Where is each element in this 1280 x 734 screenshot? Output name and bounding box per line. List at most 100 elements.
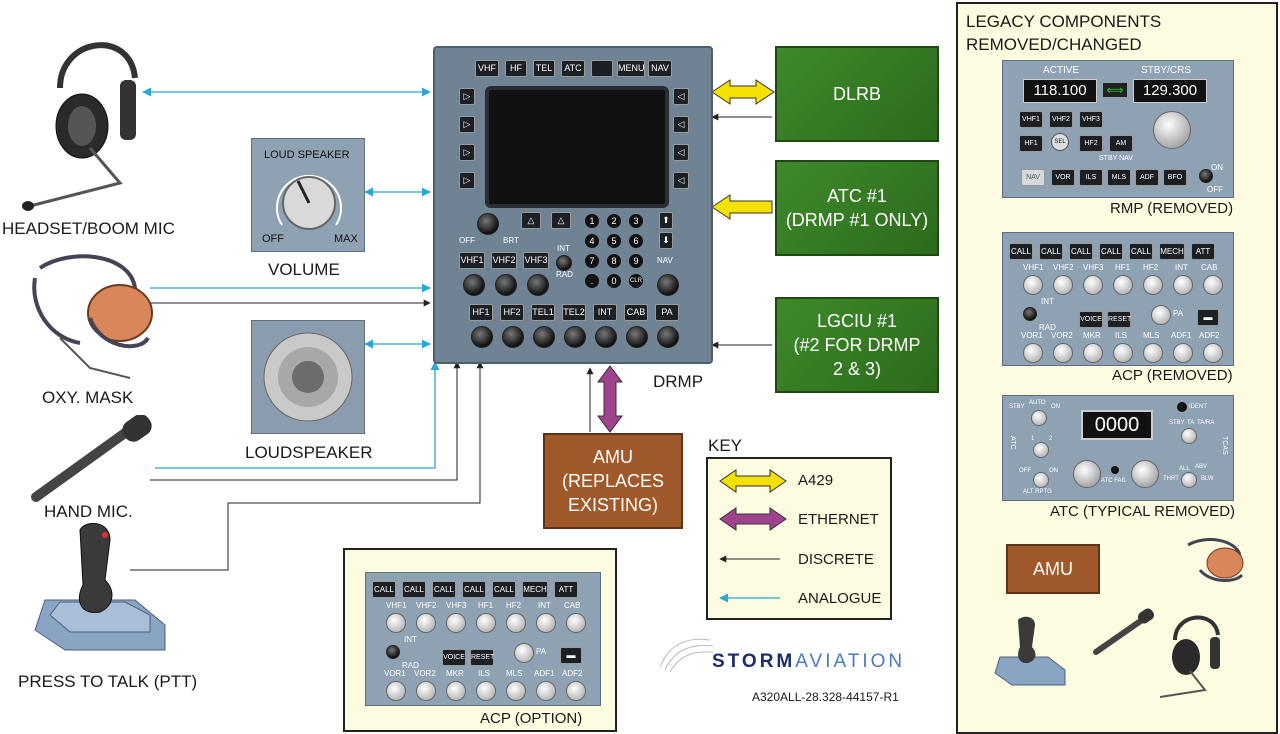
- drmp-rsk-4[interactable]: ◁: [673, 172, 689, 189]
- drmp-rsk-2[interactable]: ◁: [673, 116, 689, 133]
- drmp-vhf2-button[interactable]: VHF2: [491, 252, 517, 269]
- acp-rem-knob-mls[interactable]: [1143, 343, 1163, 363]
- atc-mode-switch[interactable]: [1031, 410, 1047, 426]
- drmp-key-dot[interactable]: .: [585, 274, 599, 288]
- atc-ident-button[interactable]: [1177, 402, 1187, 412]
- acp-rem-knob-vhf3[interactable]: [1083, 275, 1103, 295]
- drmp-tel-button[interactable]: TEL: [533, 60, 555, 77]
- drmp-brightness-knob[interactable]: [477, 213, 499, 235]
- acp-rem-call-5[interactable]: CALL: [1129, 243, 1153, 260]
- drmp-vhf1-knob[interactable]: [463, 274, 485, 296]
- acp-opt-pa-button[interactable]: ▬: [560, 647, 582, 664]
- acp-rem-knob-ils[interactable]: [1113, 343, 1133, 363]
- drmp-vhf1-button[interactable]: VHF1: [459, 252, 485, 269]
- drmp-rsk-3[interactable]: ◁: [673, 144, 689, 161]
- volume-knob-icon[interactable]: [270, 165, 348, 237]
- acp-opt-reset-button[interactable]: RESET: [470, 649, 494, 666]
- acp-opt-mech[interactable]: MECH: [522, 581, 548, 598]
- acp-opt-knob-vhf1[interactable]: [386, 613, 406, 633]
- drmp-nav-button[interactable]: NAV: [648, 60, 672, 77]
- rmp-transfer-button[interactable]: ⟺: [1103, 83, 1127, 97]
- acp-opt-knob-vor1[interactable]: [386, 681, 406, 701]
- drmp-key-8[interactable]: 8: [607, 254, 621, 268]
- atc-alt-rptg-switch[interactable]: [1033, 472, 1049, 488]
- atc-code-knob-right[interactable]: [1131, 460, 1159, 488]
- acp-opt-int-rad-switch[interactable]: [386, 645, 400, 659]
- drmp-lsk-3[interactable]: ▷: [459, 144, 475, 161]
- drmp-vhf3-knob[interactable]: [527, 274, 549, 296]
- acp-rem-knob-adf1[interactable]: [1173, 343, 1193, 363]
- drmp-key-1[interactable]: 1: [585, 214, 599, 228]
- acp-rem-pa-button[interactable]: ▬: [1197, 309, 1219, 326]
- drmp-tel2-button[interactable]: TEL2: [562, 304, 586, 321]
- acp-opt-knob-mkr[interactable]: [446, 681, 466, 701]
- acp-opt-att[interactable]: ATT: [554, 581, 578, 598]
- drmp-vhf2-knob[interactable]: [495, 274, 517, 296]
- drmp-key-4[interactable]: 4: [585, 234, 599, 248]
- drmp-pa-button[interactable]: PA: [655, 304, 679, 321]
- tcas-mode-switch[interactable]: [1181, 428, 1197, 444]
- tcas-range-switch[interactable]: [1181, 472, 1197, 488]
- drmp-rsk-1[interactable]: ◁: [673, 88, 689, 105]
- acp-rem-voice-button[interactable]: VOICE: [1079, 311, 1103, 328]
- acp-rem-knob-vhf2[interactable]: [1053, 275, 1073, 295]
- rmp-am-button[interactable]: AM: [1109, 135, 1133, 152]
- acp-rem-pa-knob[interactable]: [1151, 305, 1171, 325]
- rmp-hf1-button[interactable]: HF1: [1019, 135, 1043, 152]
- acp-opt-call-2[interactable]: CALL: [402, 581, 426, 598]
- acp-opt-knob-mls[interactable]: [506, 681, 526, 701]
- acp-rem-knob-hf2[interactable]: [1143, 275, 1163, 295]
- acp-opt-knob-hf2[interactable]: [506, 613, 526, 633]
- drmp-cab-button[interactable]: CAB: [624, 304, 648, 321]
- acp-rem-call-3[interactable]: CALL: [1069, 243, 1093, 260]
- acp-rem-knob-mkr[interactable]: [1083, 343, 1103, 363]
- acp-rem-knob-vor1[interactable]: [1023, 343, 1043, 363]
- drmp-hf2-knob[interactable]: [502, 326, 524, 348]
- acp-rem-call-2[interactable]: CALL: [1039, 243, 1063, 260]
- acp-rem-reset-button[interactable]: RESET: [1107, 311, 1131, 328]
- drmp-key-6[interactable]: 6: [629, 234, 643, 248]
- acp-rem-int-rad-switch[interactable]: [1023, 307, 1037, 321]
- acp-opt-knob-int[interactable]: [536, 613, 556, 633]
- drmp-menu-button[interactable]: MENU: [617, 60, 645, 77]
- acp-rem-knob-vhf1[interactable]: [1023, 275, 1043, 295]
- rmp-hf2-button[interactable]: HF2: [1079, 135, 1103, 152]
- acp-rem-knob-cab[interactable]: [1203, 275, 1223, 295]
- acp-opt-call-1[interactable]: CALL: [372, 581, 396, 598]
- acp-opt-pa-knob[interactable]: [514, 643, 534, 663]
- atc-code-knob-left[interactable]: [1073, 460, 1101, 488]
- drmp-blank-button[interactable]: [591, 60, 613, 77]
- acp-rem-knob-int[interactable]: [1173, 275, 1193, 295]
- drmp-key-2[interactable]: 2: [607, 214, 621, 228]
- rmp-mls-button[interactable]: MLS: [1107, 169, 1131, 186]
- drmp-lsk-1[interactable]: ▷: [459, 88, 475, 105]
- acp-rem-call-1[interactable]: CALL: [1009, 243, 1033, 260]
- drmp-lsk-2[interactable]: ▷: [459, 116, 475, 133]
- acp-opt-knob-ils[interactable]: [476, 681, 496, 701]
- rmp-nav-button[interactable]: NAV: [1021, 169, 1045, 186]
- drmp-pa-knob[interactable]: [657, 326, 679, 348]
- drmp-key-5[interactable]: 5: [607, 234, 621, 248]
- drmp-key-0[interactable]: 0: [607, 274, 621, 288]
- drmp-int-rad-switch[interactable]: [556, 255, 572, 271]
- acp-opt-knob-cab[interactable]: [566, 613, 586, 633]
- rmp-adf-button[interactable]: ADF: [1135, 169, 1159, 186]
- drmp-tel2-knob[interactable]: [564, 326, 586, 348]
- acp-rem-att[interactable]: ATT: [1191, 243, 1215, 260]
- drmp-int-button[interactable]: INT: [593, 304, 617, 321]
- rmp-tuning-knob[interactable]: [1153, 111, 1191, 149]
- drmp-scroll-up-button[interactable]: ⬆: [659, 212, 673, 229]
- rmp-vhf1-button[interactable]: VHF1: [1019, 111, 1043, 128]
- acp-opt-call-5[interactable]: CALL: [492, 581, 516, 598]
- drmp-hf1-knob[interactable]: [471, 326, 493, 348]
- rmp-vhf2-button[interactable]: VHF2: [1049, 111, 1073, 128]
- drmp-vhf-button[interactable]: VHF: [475, 60, 499, 77]
- acp-opt-call-4[interactable]: CALL: [462, 581, 486, 598]
- drmp-hf2-button[interactable]: HF2: [500, 304, 524, 321]
- drmp-key-clr[interactable]: CLR: [629, 274, 643, 288]
- acp-opt-knob-vhf2[interactable]: [416, 613, 436, 633]
- acp-opt-voice-button[interactable]: VOICE: [442, 649, 466, 666]
- drmp-key-7[interactable]: 7: [585, 254, 599, 268]
- drmp-key-3[interactable]: 3: [629, 214, 643, 228]
- drmp-atc-button[interactable]: ATC: [561, 60, 585, 77]
